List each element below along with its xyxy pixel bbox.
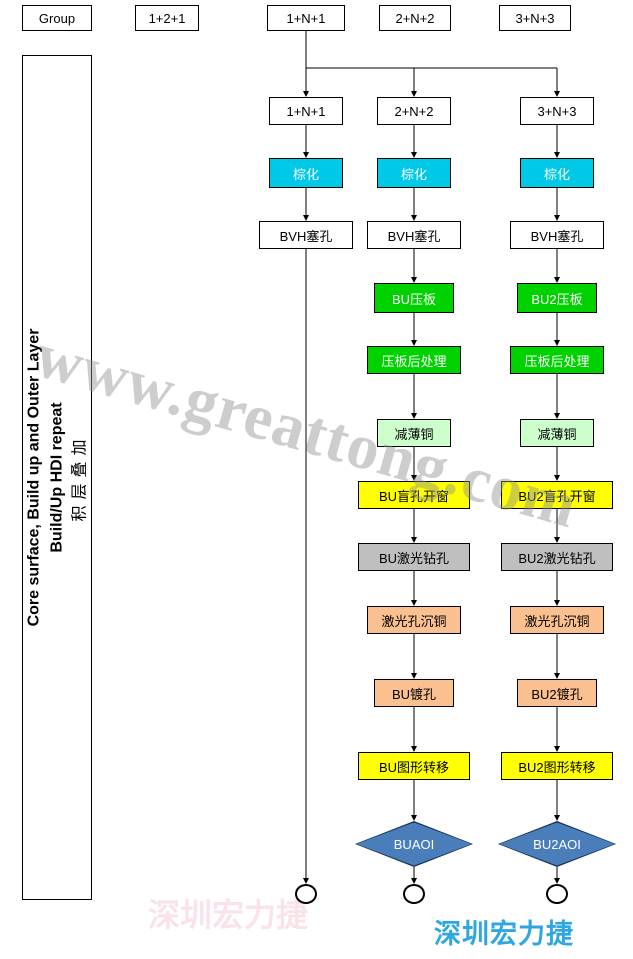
step-bu2-lamination: BU2压板 [517,283,597,313]
step-bu-blind-via-window: BU盲孔开窗 [358,481,470,509]
terminal-end [295,884,317,904]
side-panel: Core surface, Build up and Outer Layer B… [22,55,92,900]
header-box-group: Group [22,5,92,31]
header-box-3n3: 3+N+3 [499,5,571,31]
step-laser-via-deposition: 激光孔沉铜 [510,606,604,634]
side-panel-text: Core surface, Build up and Outer Layer B… [23,329,92,627]
step-stackup-2n2: 2+N+2 [377,97,451,125]
decision-label: BUAOI [393,836,435,852]
brand-logo-text: 深圳宏力捷 [434,919,574,949]
header-box-121: 1+2+1 [135,5,199,31]
step-browning: 棕化 [269,158,343,188]
step-bu2-hole-plating: BU2镀孔 [517,679,597,707]
side-panel-line3: 积层叠加 [71,433,89,522]
step-bu2-blind-via-window: BU2盲孔开窗 [501,481,613,509]
step-bu-pattern-transfer: BU图形转移 [358,752,470,780]
header-box-1n1: 1+N+1 [267,5,345,31]
step-stackup-3n3: 3+N+3 [520,97,594,125]
step-bvh-hole-plug: BVH塞孔 [259,221,353,249]
step-browning: 棕化 [520,158,594,188]
decision-bu2-aoi: BU2AOI [498,821,616,867]
header-box-2n2: 2+N+2 [379,5,451,31]
step-bu2-pattern-transfer: BU2图形转移 [501,752,613,780]
step-copper-thinning: 减薄铜 [377,419,451,447]
step-post-lamination: 压板后处理 [510,346,604,374]
step-bu-hole-plating: BU镀孔 [374,679,454,707]
decision-bu-aoi: BUAOI [355,821,473,867]
step-bu2-laser-drill: BU2激光钻孔 [501,543,613,571]
step-bu-laser-drill: BU激光钻孔 [358,543,470,571]
terminal-end [403,884,425,904]
step-bvh-hole-plug: BVH塞孔 [510,221,604,249]
step-bvh-hole-plug: BVH塞孔 [367,221,461,249]
step-stackup-1n1: 1+N+1 [269,97,343,125]
decision-label: BU2AOI [533,836,581,852]
step-bu-lamination: BU压板 [374,283,454,313]
step-laser-via-deposition: 激光孔沉铜 [367,606,461,634]
terminal-end [546,884,568,904]
side-panel-line1: Core surface, Build up and Outer Layer [25,328,43,627]
step-browning: 棕化 [377,158,451,188]
side-panel-line2: Build/Up HDI repeat [48,402,66,553]
step-post-lamination: 压板后处理 [367,346,461,374]
step-copper-thinning: 减薄铜 [520,419,594,447]
